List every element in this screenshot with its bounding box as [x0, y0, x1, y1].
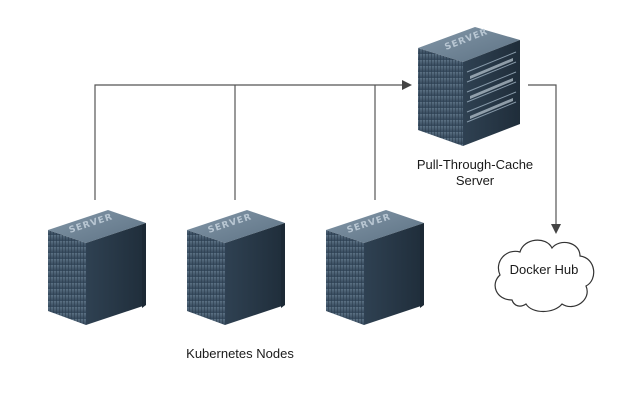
connectors	[94, 80, 561, 234]
cache-server-label: Pull-Through-Cache Server	[385, 157, 565, 189]
server-icon: SERVER	[326, 210, 424, 325]
cloud-icon	[494, 239, 595, 313]
kubernetes-node-2: SERVER	[187, 210, 285, 325]
docker-hub-label: Docker Hub	[509, 262, 579, 277]
server-icon: SERVER	[187, 210, 285, 325]
connector-cache-to-hub	[528, 84, 561, 234]
cache-server-label-line1: Pull-Through-Cache	[416, 157, 534, 172]
docker-hub-cloud	[494, 239, 595, 313]
cache-server-label-line2: Server	[455, 173, 495, 188]
server-icon: SERVER	[48, 210, 146, 325]
kubernetes-node-3: SERVER	[326, 210, 424, 325]
server-icon: SERVER	[418, 27, 520, 146]
kubernetes-nodes-label: Kubernetes Nodes	[186, 346, 294, 361]
connector-node-1	[94, 80, 412, 200]
cache-server: SERVER	[418, 27, 520, 146]
kubernetes-node-1: SERVER	[48, 210, 146, 325]
